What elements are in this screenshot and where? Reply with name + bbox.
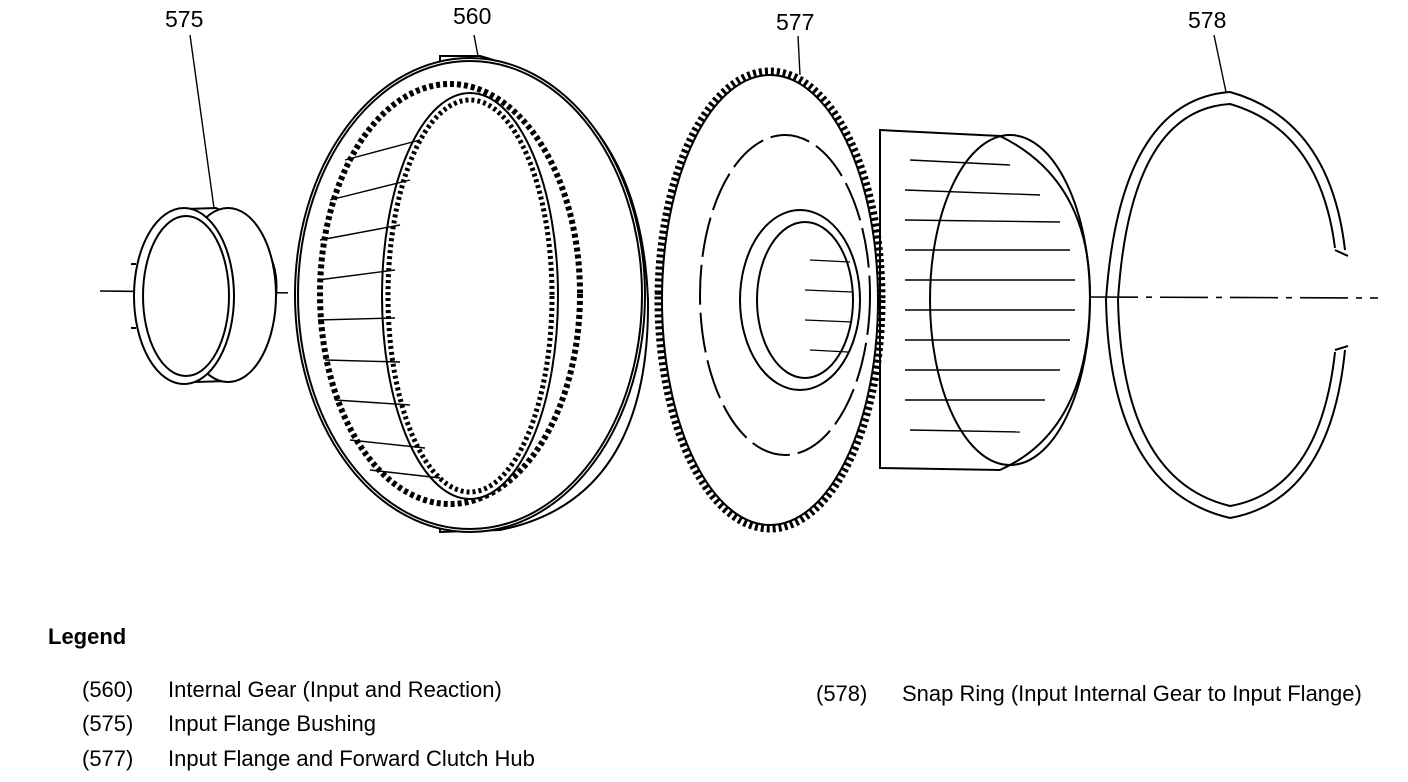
legend-code: (560) xyxy=(82,677,134,702)
legend-code: (575) xyxy=(82,711,134,736)
legend-code: (578) xyxy=(816,681,868,706)
legend-item-578: (578) Snap Ring (Input Internal Gear to … xyxy=(816,677,1396,747)
legend-item-560: (560) Internal Gear (Input and Reaction) xyxy=(82,673,702,706)
callout-leader-lines xyxy=(189,34,1227,209)
callout-577: 577 xyxy=(776,9,815,35)
legend-desc: Snap Ring (Input Internal Gear to Input … xyxy=(902,681,1362,706)
legend-title: Legend xyxy=(48,624,127,649)
legend-desc: Input Flange and Forward Clutch Hub xyxy=(168,746,535,771)
legend-item-577: (577) Input Flange and Forward Clutch Hu… xyxy=(82,742,702,775)
callout-578: 578 xyxy=(1188,7,1227,33)
input-flange-clutch-hub-part xyxy=(654,67,1092,533)
callout-575: 575 xyxy=(165,6,204,32)
legend-item-575: (575) Input Flange Bushing xyxy=(82,707,702,740)
input-flange-bushing-part xyxy=(131,206,278,385)
snap-ring-part xyxy=(1104,90,1349,520)
internal-gear-part xyxy=(294,55,650,534)
callout-560: 560 xyxy=(453,3,492,29)
legend-desc: Internal Gear (Input and Reaction) xyxy=(168,677,502,702)
exploded-parts-diagram xyxy=(99,34,1379,534)
legend-code: (577) xyxy=(82,746,134,771)
legend-desc: Input Flange Bushing xyxy=(168,711,376,736)
